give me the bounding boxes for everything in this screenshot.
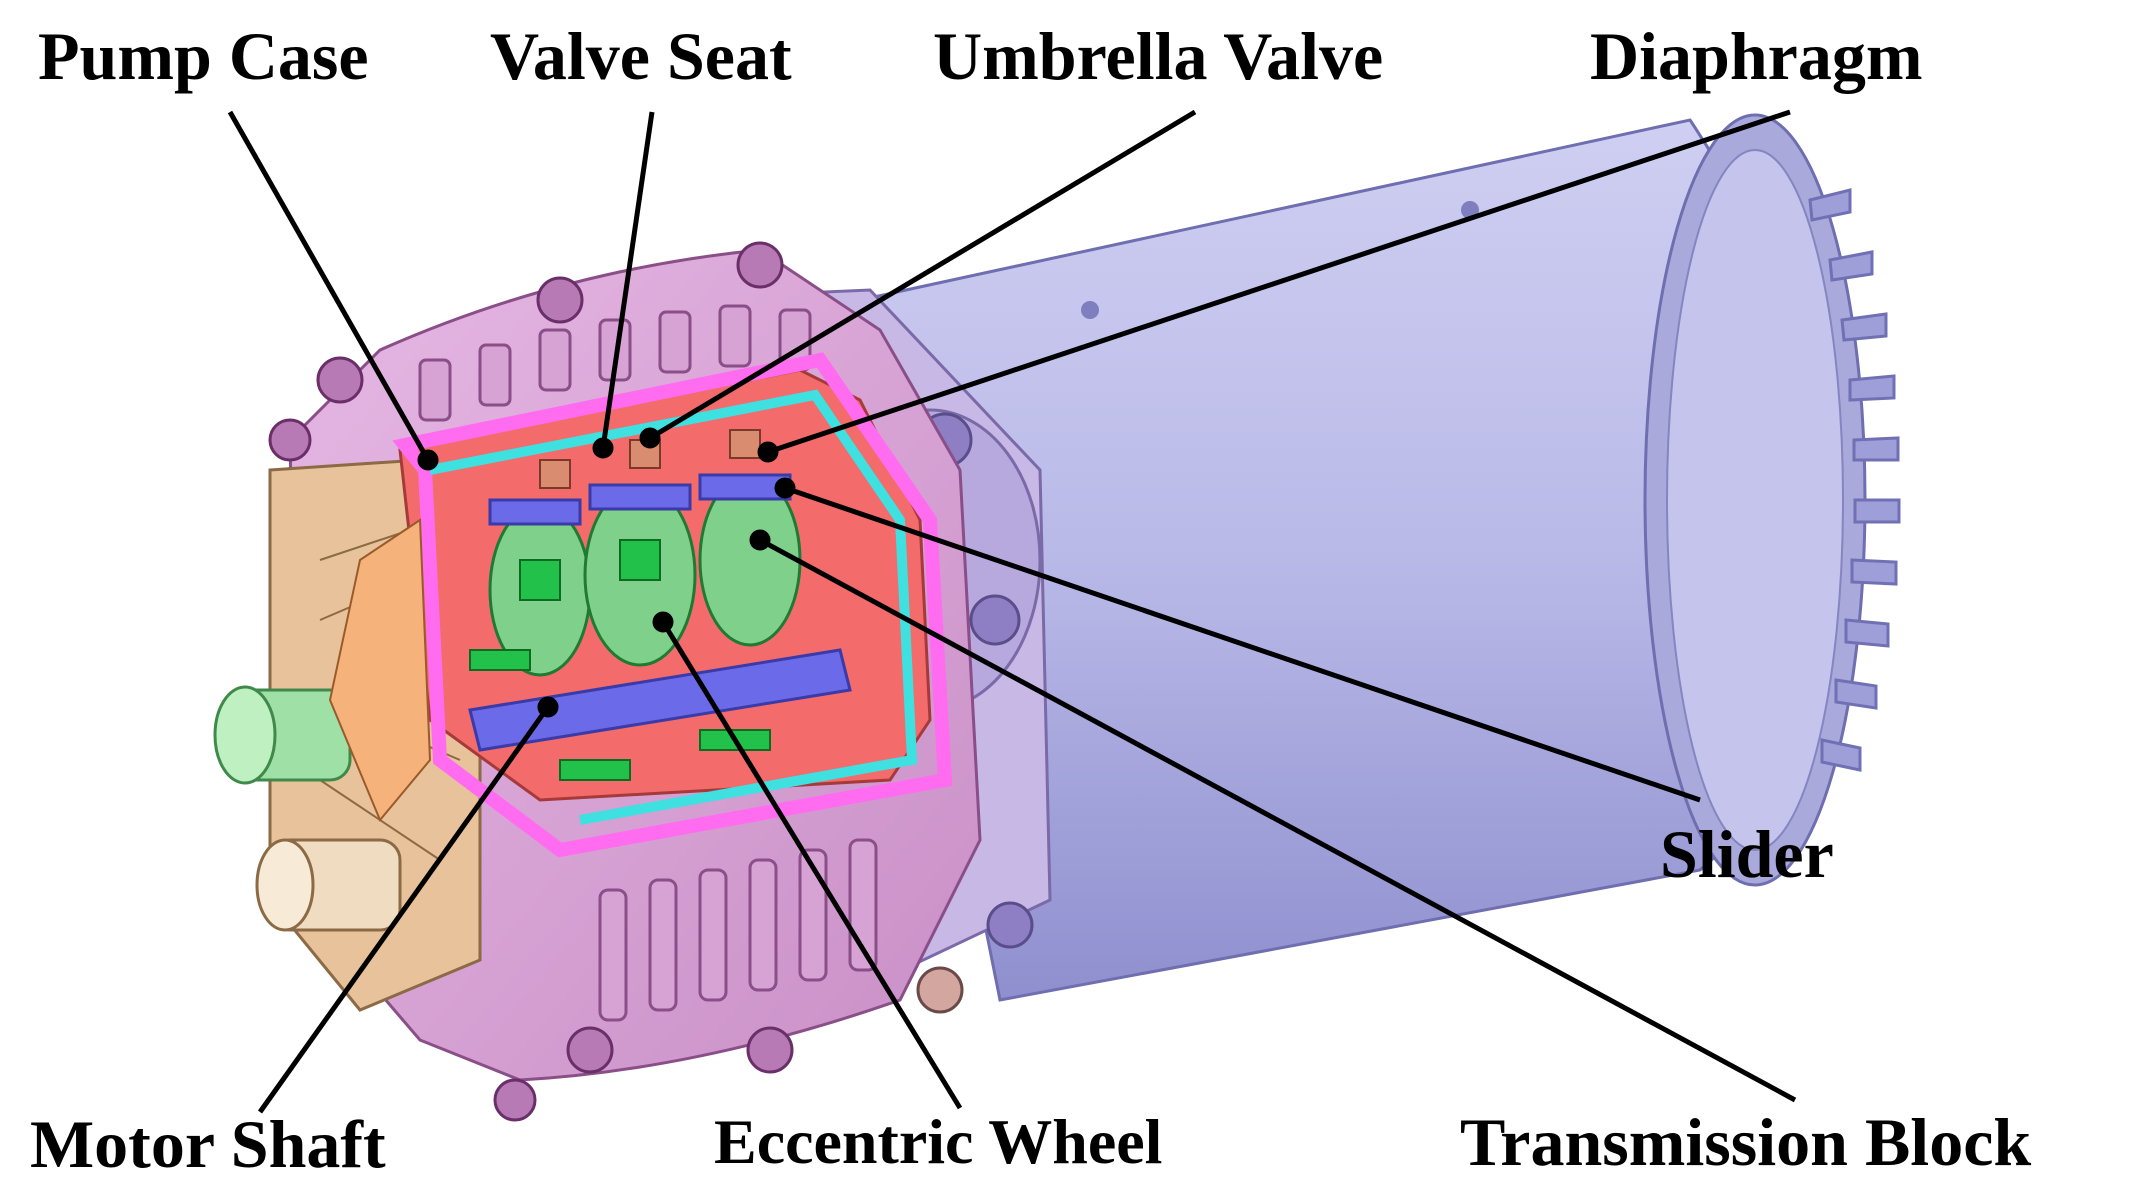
diaphragm-label: Diaphragm <box>1590 18 1923 94</box>
pump-case-label: Pump Case <box>38 18 369 94</box>
slider-label: Slider <box>1660 816 1834 892</box>
valve-seat-label: Valve Seat <box>490 18 792 94</box>
cut-section <box>328 352 953 858</box>
motor-shaft-label: Motor Shaft <box>30 1106 386 1182</box>
umbrella-valve-label: Umbrella Valve <box>933 18 1384 94</box>
transmission-block-label: Transmission Block <box>1460 1104 2032 1180</box>
leader-lines <box>227 109 1797 1114</box>
eccentric-wheel-label: Eccentric Wheel <box>714 1106 1163 1177</box>
motor-shaft-part <box>213 685 402 932</box>
